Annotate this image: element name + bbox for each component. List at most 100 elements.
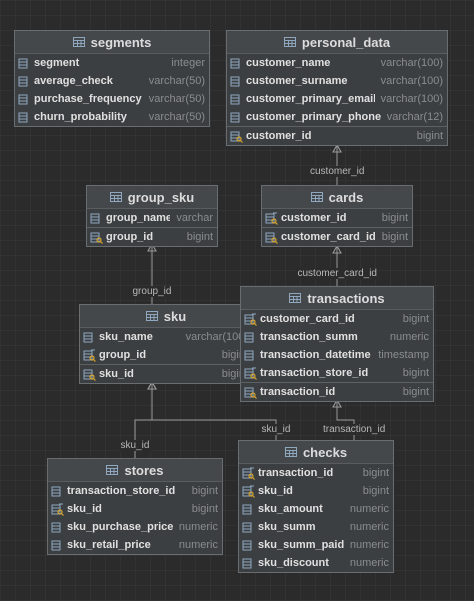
table-transactions[interactable]: transactions customer_card_id bigint transa… — [240, 286, 434, 402]
table-icon — [145, 311, 158, 321]
relationship-label: customer_id — [308, 166, 367, 177]
column-name: transaction_store_id — [67, 485, 176, 497]
column-name: sku_id — [99, 368, 134, 380]
table-header[interactable]: stores — [48, 459, 222, 482]
column-type: numeric — [178, 539, 218, 551]
column-type: varchar(100) — [380, 93, 443, 105]
column-type: numeric — [389, 331, 429, 343]
table-icon — [289, 293, 302, 303]
column-type: timestamp — [378, 349, 429, 361]
column-name: sku_discount — [258, 557, 329, 569]
table-title: checks — [302, 444, 348, 460]
table-icon — [310, 192, 323, 202]
column-type: bigint — [191, 503, 218, 515]
column-row[interactable]: sku_name varchar(100) — [80, 328, 252, 346]
column-type: varchar(100) — [380, 57, 443, 69]
column-row[interactable]: customer_card_id bigint — [241, 310, 433, 328]
column-name: churn_probability — [34, 111, 127, 123]
column-icon — [242, 521, 255, 534]
table-header[interactable]: personal_data — [227, 31, 447, 54]
table-header[interactable]: group_sku — [87, 186, 217, 209]
column-name: customer_primary_phone — [246, 111, 381, 123]
column-name: transaction_store_id — [260, 367, 369, 379]
column-type: numeric — [349, 503, 389, 515]
table-header[interactable]: segments — [15, 31, 209, 54]
table-icon — [72, 37, 85, 47]
column-type: bigint — [402, 313, 429, 325]
column-type: varchar(100) — [380, 75, 443, 87]
column-name: customer_card_id — [260, 313, 355, 325]
table-icon — [283, 37, 296, 47]
relationship-label: transaction_id — [321, 424, 388, 435]
column-type: bigint — [381, 231, 408, 243]
column-name: transaction_summ — [260, 331, 358, 343]
column-type: varchar(100) — [185, 331, 248, 343]
column-name: customer_id — [246, 130, 312, 142]
primary-key-icon — [244, 386, 257, 399]
column-name: customer_card_id — [281, 231, 376, 243]
table-title: group_sku — [127, 189, 195, 205]
relationship-transactions-cards[interactable] — [332, 244, 342, 286]
column-name: sku_id — [258, 485, 293, 497]
table-header[interactable]: cards — [262, 186, 412, 209]
column-icon — [230, 57, 243, 70]
table-header[interactable]: checks — [239, 441, 393, 464]
column-icon — [18, 57, 31, 70]
column-row[interactable]: sku_retail_price numeric — [48, 536, 222, 554]
table-title: transactions — [307, 290, 385, 306]
relationship-label: customer_card_id — [295, 268, 379, 279]
table-header[interactable]: sku — [80, 305, 252, 328]
relationship-cards-personal[interactable] — [332, 143, 342, 185]
table-title: cards — [328, 189, 364, 205]
foreign-key-icon — [242, 485, 255, 498]
column-row[interactable]: transaction_summ numeric — [241, 328, 433, 346]
foreign-key-icon — [244, 313, 257, 326]
table-icon — [284, 447, 297, 457]
column-row[interactable]: customer_card_id bigint — [262, 227, 412, 246]
table-header[interactable]: transactions — [241, 287, 433, 310]
column-icon — [230, 93, 243, 106]
column-name: group_id — [99, 349, 147, 361]
column-icon — [51, 485, 64, 498]
column-name: sku_retail_price — [67, 539, 151, 551]
column-name: sku_name — [99, 331, 153, 343]
column-type: bigint — [381, 212, 408, 224]
relationship-label: group_id — [130, 286, 174, 297]
foreign-key-icon — [244, 367, 257, 380]
table-title: sku — [163, 308, 187, 324]
